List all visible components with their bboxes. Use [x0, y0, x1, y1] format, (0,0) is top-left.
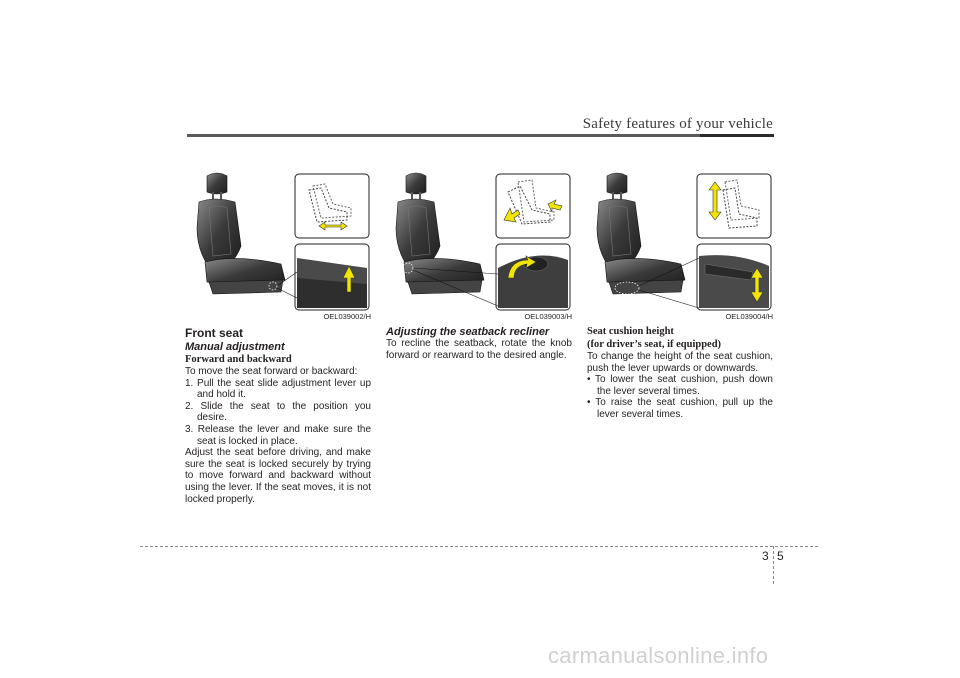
header-rule	[187, 134, 774, 137]
column-recliner: OEL039003/H Adjusting the seatback recli…	[386, 168, 572, 361]
step-list: 1. Pull the seat slide adjustment lever …	[185, 378, 371, 448]
figure-seat-height	[587, 168, 773, 312]
list-item: 2. Slide the seat to the position you de…	[185, 400, 371, 424]
height-arrow-icon	[708, 179, 760, 229]
lever-rotate-arrow-icon	[507, 255, 537, 279]
header-rule-accent	[700, 134, 774, 137]
column-cushion-height: OEL039004/H Seat cushion height (for dri…	[587, 168, 773, 421]
seat-illustration	[596, 172, 772, 311]
bullet-list: • To lower the seat cushion, push down t…	[587, 374, 773, 420]
lever-rotate-arrow-icon	[342, 265, 356, 293]
figure-code: OEL039004/H	[725, 312, 773, 321]
intro-text: To change the height of the seat cushion…	[587, 351, 773, 374]
subtitle: Adjusting the seatback recliner	[386, 326, 550, 338]
heading-line-2: (for driver’s seat, if equipped)	[587, 339, 722, 350]
list-item: 3. Release the lever and make sure the s…	[185, 423, 371, 447]
intro-text: To move the seat forward or backward:	[185, 366, 358, 377]
heading-line-1: Seat cushion height	[587, 326, 674, 337]
header-title: Safety features of your vehicle	[582, 116, 773, 132]
footer-rule	[140, 546, 818, 547]
column-forward-backward: OEL039002/H Front seat Manual adjustment…	[185, 168, 371, 505]
chapter-number: 3	[762, 549, 769, 563]
lever-rotate-arrow-icon	[750, 267, 764, 303]
seat-illustration	[395, 172, 571, 311]
list-item: 1. Pull the seat slide adjustment lever …	[185, 377, 371, 401]
note-text: Adjust the seat before driving, and make…	[185, 447, 371, 505]
page-number: 5	[777, 549, 784, 563]
footer-divider	[773, 546, 774, 584]
figure-code: OEL039003/H	[524, 312, 572, 321]
body-text: To recline the seatback, rotate the knob…	[386, 338, 572, 361]
watermark: carmanualsonline.info	[548, 643, 769, 668]
recline-arrow-icon	[503, 179, 563, 225]
list-item: • To raise the seat cushion, pull up the…	[587, 397, 773, 420]
figure-seat-slide	[185, 168, 371, 312]
list-item: • To lower the seat cushion, push down t…	[587, 374, 773, 397]
subheading: Forward and backward	[185, 354, 292, 365]
slide-arrow-icon	[308, 183, 352, 231]
seat-illustration	[196, 172, 370, 311]
figure-seat-recline	[386, 168, 572, 312]
figure-code: OEL039002/H	[323, 312, 371, 321]
section-title: Front seat	[185, 326, 244, 340]
subtitle: Manual adjustment	[185, 341, 285, 353]
